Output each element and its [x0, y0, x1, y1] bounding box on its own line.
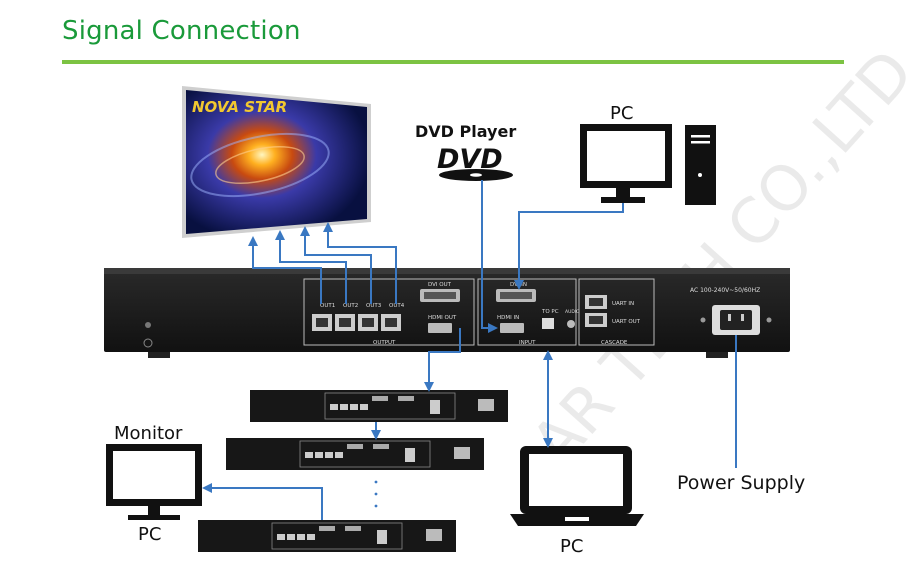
power-spec-label: AC 100-240V~50/60HZ — [690, 287, 760, 294]
hdmi-out-label: HDMI OUT — [428, 315, 457, 321]
watermark-text: AR TECH CO.,LTD — [517, 35, 920, 480]
pc-top: PC — [580, 103, 716, 205]
hdmi-in-port — [500, 323, 524, 333]
cable-dvd-hdmi — [481, 180, 498, 333]
dvi-out-label: DVI OUT — [428, 282, 452, 288]
title-underline — [62, 60, 844, 64]
hdmi-out-port — [428, 323, 452, 333]
port-out2-label: OUT2 — [343, 303, 358, 309]
cascade-device-3 — [198, 520, 456, 552]
pc-left-label: PC — [138, 524, 161, 545]
audio-label: AUDIO — [565, 309, 580, 315]
input-group-label: INPUT — [519, 340, 536, 346]
led-screen: NOVA STAR — [182, 86, 371, 238]
dvd-label: DVD Player — [415, 122, 516, 141]
pc-top-label: PC — [610, 103, 633, 124]
cable-pc-dvi — [514, 203, 624, 290]
pc-tower-icon — [685, 125, 716, 205]
cable-out2 — [275, 230, 347, 304]
ellipsis-dots — [374, 480, 378, 508]
cable-hdmi-cascade — [424, 328, 461, 392]
cascade-group-label: CASCADE — [601, 340, 628, 346]
watermark: AR TECH CO.,LTD — [517, 35, 920, 480]
cable-out4 — [323, 222, 397, 304]
monitor-left: Monitor PC — [106, 423, 202, 545]
dvd-player: DVD Player DVD — [415, 122, 516, 181]
monitor-label: Monitor — [114, 423, 183, 444]
cascade-device-1 — [250, 390, 508, 422]
port-out1-label: OUT1 — [320, 303, 335, 309]
output-group-label: OUTPUT — [373, 340, 396, 346]
cable-out3 — [300, 226, 372, 304]
ground-screw-icon — [145, 322, 151, 328]
to-pc-label: TO PC — [541, 309, 559, 315]
uart-out-label: UART OUT — [612, 319, 641, 325]
cables — [202, 180, 737, 520]
cascade-device-2 — [226, 438, 484, 470]
page-title: Signal Connection — [62, 16, 301, 46]
laptop-label: PC — [560, 536, 583, 557]
main-controller: OUT1 OUT2 OUT3 OUT4 DVI OUT HDMI OUT OUT… — [104, 268, 790, 358]
screen-brand: NOVA STAR — [192, 98, 287, 116]
port-out4-label: OUT4 — [389, 303, 405, 309]
port-out3-label: OUT3 — [366, 303, 382, 309]
laptop: PC — [510, 446, 644, 557]
uart-in-label: UART IN — [612, 301, 634, 307]
usb-port — [542, 318, 554, 329]
cable-out1 — [248, 236, 322, 304]
power-supply-label: Power Supply — [677, 472, 805, 494]
hdmi-in-label: HDMI IN — [497, 315, 519, 321]
audio-jack — [567, 320, 575, 328]
cable-cascade-monitor — [202, 483, 323, 520]
